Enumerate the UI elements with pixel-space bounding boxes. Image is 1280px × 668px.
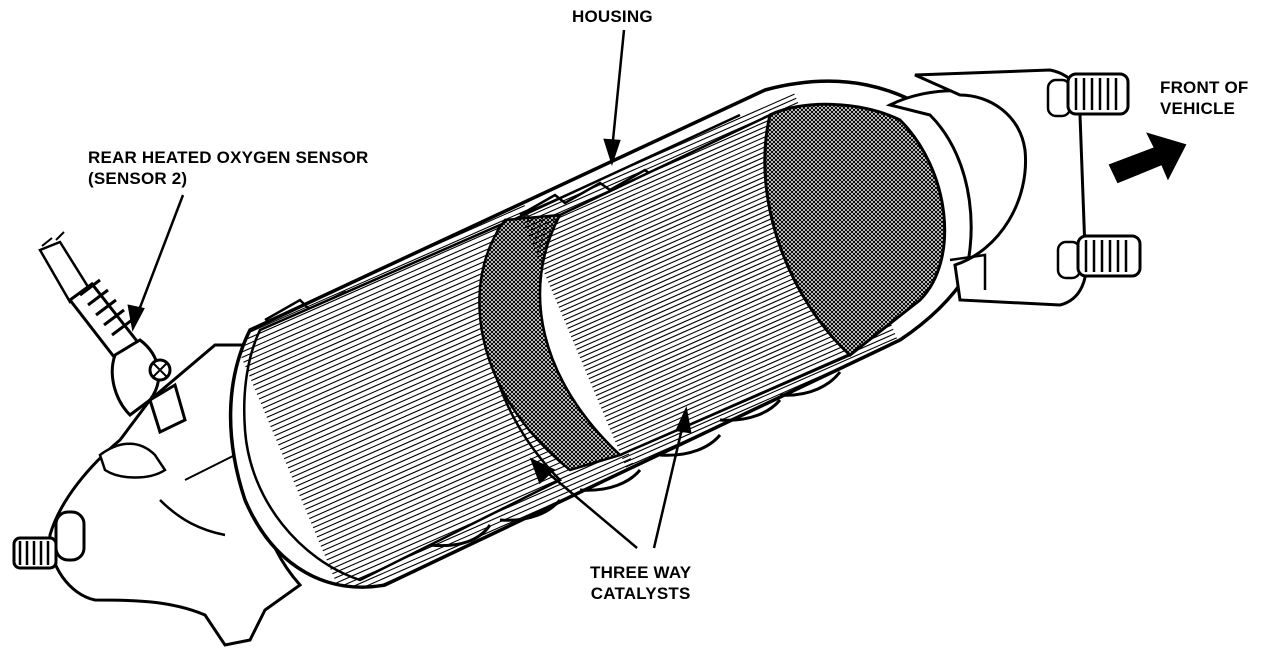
front-of-vehicle-line2: VEHICLE: [1160, 99, 1236, 118]
substrate-channel-line: [336, 453, 630, 584]
three-way-catalysts-line2: CATALYSTS: [590, 584, 691, 603]
substrate-channel-line: [519, 93, 795, 216]
catalyst-leader-1-head: [529, 457, 556, 485]
front-lower-stud: [1056, 234, 1142, 280]
rear-stud: [12, 536, 58, 570]
substrate-channel-line: [241, 228, 535, 359]
substrate-channel-line: [337, 458, 632, 588]
leader-lines: [127, 29, 692, 549]
substrate-channel-line: [239, 223, 533, 354]
substrate-channel-line: [521, 97, 797, 220]
front-upper-stud: [1046, 72, 1130, 118]
front-of-vehicle-line1: FRONT OF: [1160, 78, 1249, 97]
sensor-leader: [134, 194, 185, 319]
catalyst-leader-2: [652, 419, 686, 549]
substrate-channel-line: [533, 127, 809, 250]
substrate-channel-line: [526, 110, 802, 233]
substrate-channel-line: [334, 448, 628, 579]
catalyst-leader-1: [541, 467, 638, 549]
front-of-vehicle-label: FRONT OF VEHICLE: [1160, 77, 1248, 119]
substrate-channel-line: [339, 462, 634, 588]
substrate-channel-line: [528, 114, 804, 237]
substrate-channel-line: [622, 337, 898, 460]
oxygen-sensor-label-line2: (SENSOR 2): [88, 169, 188, 188]
substrate-channel-line: [235, 214, 529, 345]
three-way-catalysts-line1: THREE WAY: [590, 563, 692, 582]
front-mesh-face: [763, 102, 947, 357]
substrate-channel-line: [523, 101, 799, 224]
substrate-channel-line: [233, 209, 527, 340]
oxygen-sensor: [38, 231, 187, 435]
sensor-leader-head: [127, 304, 145, 332]
catalyst-leader-2-head: [675, 405, 692, 434]
three-way-catalysts-label: THREE WAY CATALYSTS: [590, 562, 691, 604]
housing-leader-head: [603, 138, 621, 167]
substrate-channel-line: [623, 341, 899, 464]
substrate-channel-line: [532, 122, 808, 245]
oxygen-sensor-label-line1: REAR HEATED OXYGEN SENSOR: [88, 148, 369, 167]
substrate-channel-line: [341, 467, 636, 588]
front-direction-arrow: [1108, 132, 1187, 184]
substrate-channel-line: [237, 218, 531, 349]
oxygen-sensor-label: REAR HEATED OXYGEN SENSOR (SENSOR 2): [88, 147, 369, 189]
housing-leader: [610, 29, 626, 151]
substrate-channel-line: [530, 118, 806, 241]
substrate-channel-line: [525, 106, 801, 229]
housing-label: HOUSING: [572, 7, 653, 26]
